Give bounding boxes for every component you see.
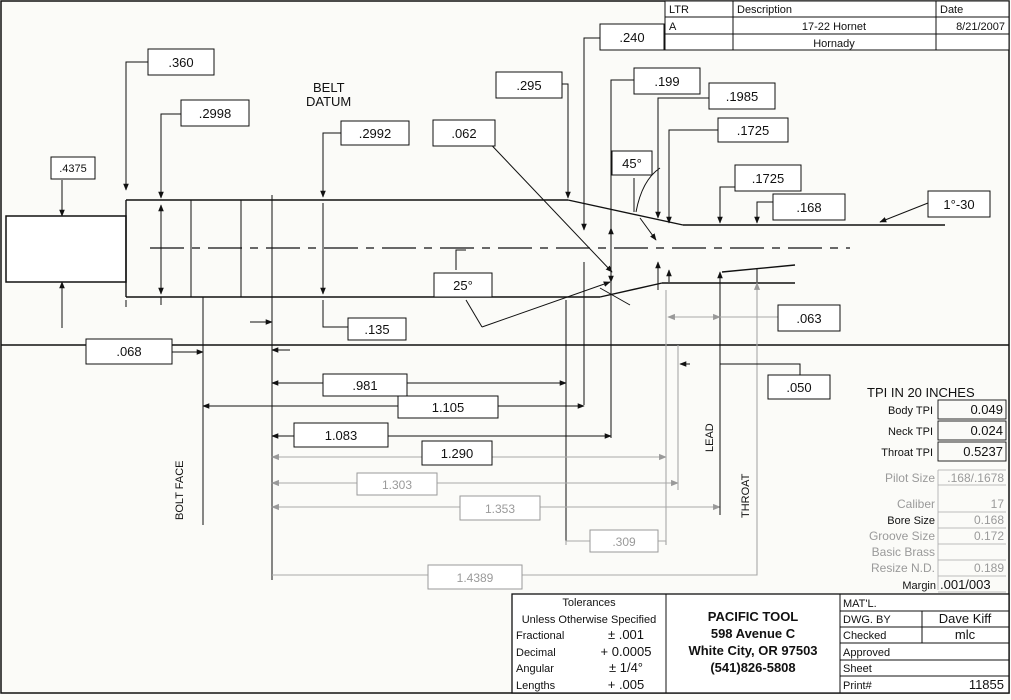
tol-decimal-value: + 0.0005 — [601, 644, 652, 659]
tol-fractional-label: Fractional — [516, 630, 564, 642]
label-bolt-face: BOLT FACE — [174, 460, 186, 520]
dim-1105: 1.105 — [432, 400, 465, 415]
shank — [5, 215, 127, 283]
dimension-leaders — [59, 37, 929, 438]
dim-1303: 1.303 — [382, 478, 412, 492]
dim-1353: 1.353 — [485, 502, 515, 516]
dim-1083: 1.083 — [325, 428, 358, 443]
tpi-title: TPI IN 20 INCHES — [867, 385, 975, 400]
bore-size-value: 0.168 — [974, 513, 1004, 527]
dim-1725b: .1725 — [752, 171, 785, 186]
approved-label: Approved — [843, 647, 890, 659]
checked-value: mlc — [955, 627, 976, 642]
dim-14389: 1.4389 — [457, 571, 494, 585]
tpi-throat-label: Throat TPI — [881, 447, 933, 459]
dwg-by-value: Dave Kiff — [939, 611, 992, 626]
tol-decimal-label: Decimal — [516, 647, 556, 659]
revision-block: LTR Description Date A 17-22 Hornet 8/21… — [664, 0, 1010, 51]
tolerances-subtitle: Unless Otherwise Specified — [522, 614, 657, 626]
groove-size-value: 0.172 — [974, 529, 1004, 543]
print-value: 11855 — [969, 677, 1004, 692]
angle-25: 25° — [453, 278, 473, 293]
dim-981: .981 — [352, 378, 377, 393]
label-lead: LEAD — [704, 423, 716, 452]
reamer-outline — [5, 195, 945, 300]
margin-label: Margin — [902, 580, 936, 592]
dim-050: .050 — [786, 380, 811, 395]
company-street: 598 Avenue C — [711, 626, 796, 641]
rev-date-header: Date — [940, 4, 963, 16]
angle-45: 45° — [622, 156, 642, 171]
dim-068: .068 — [116, 344, 141, 359]
sheet-label: Sheet — [843, 663, 872, 675]
dim-4375: .4375 — [59, 163, 87, 175]
margin-value: .001/003 — [940, 577, 991, 592]
dim-168: .168 — [796, 200, 821, 215]
resize-nd-label: Resize N.D. — [871, 561, 935, 575]
rev-date: 8/21/2007 — [956, 21, 1005, 33]
label-throat: THROAT — [740, 473, 752, 518]
dim-240: .240 — [619, 30, 644, 45]
dim-309: .309 — [612, 535, 636, 549]
dim-1985: .1985 — [726, 89, 759, 104]
rev-ltr-header: LTR — [669, 4, 689, 16]
tol-angular-label: Angular — [516, 663, 554, 675]
tpi-body-value: 0.049 — [970, 402, 1003, 417]
rev-manufacturer: Hornady — [813, 38, 855, 50]
caliber-value: 17 — [991, 497, 1005, 511]
company-city: White City, OR 97503 — [688, 643, 817, 658]
company-name: PACIFIC TOOL — [708, 609, 799, 624]
dimension-boxes: .4375 .360 .2998 .2992 .062 .295 .240 .1… — [50, 23, 991, 590]
dim-063: .063 — [796, 311, 821, 326]
basic-brass-label: Basic Brass — [872, 545, 935, 559]
tol-lengths-value: + .005 — [608, 677, 645, 692]
tpi-neck-label: Neck TPI — [888, 426, 933, 438]
company-phone: (541)826-5808 — [710, 660, 795, 675]
bore-size-label: Bore Size — [887, 515, 935, 527]
checked-label: Checked — [843, 630, 886, 642]
rev-description: 17-22 Hornet — [802, 21, 866, 33]
rev-ltr: A — [669, 21, 677, 33]
tpi-neck-value: 0.024 — [970, 423, 1003, 438]
dim-199: .199 — [654, 74, 679, 89]
dim-1725a: .1725 — [737, 123, 770, 138]
dim-062: .062 — [451, 126, 476, 141]
tpi-body-label: Body TPI — [888, 405, 933, 417]
dim-295: .295 — [516, 78, 541, 93]
dwg-by-label: DWG. BY — [843, 614, 891, 626]
title-block: Tolerances Unless Otherwise Specified Fr… — [511, 593, 1010, 694]
print-label: Print# — [843, 680, 873, 692]
caliber-label: Caliber — [897, 497, 935, 511]
angle-1-30: 1°-30 — [943, 197, 974, 212]
label-datum: DATUM — [306, 94, 351, 109]
tolerances-title: Tolerances — [562, 597, 616, 609]
pilot-size-label: Pilot Size — [885, 471, 935, 485]
rev-description-header: Description — [737, 4, 792, 16]
dim-2992: .2992 — [359, 126, 392, 141]
pilot-size-value: .168/.1678 — [947, 471, 1004, 485]
dim-135: .135 — [364, 322, 389, 337]
tol-lengths-label: Lengths — [516, 680, 556, 692]
dim-360: .360 — [168, 55, 193, 70]
label-belt: BELT — [313, 80, 345, 95]
tpi-table: TPI IN 20 INCHES Body TPI 0.049 Neck TPI… — [867, 385, 1007, 593]
tol-angular-value: ± 1/4° — [609, 660, 643, 675]
matl-label: MAT'L. — [843, 598, 877, 610]
tpi-throat-value: 0.5237 — [963, 444, 1003, 459]
groove-size-label: Groove Size — [869, 529, 935, 543]
drawing-labels: BELT DATUM BOLT FACE LEAD THROAT — [174, 80, 752, 520]
resize-nd-value: 0.189 — [974, 561, 1004, 575]
dim-2998: .2998 — [199, 106, 232, 121]
dim-1290: 1.290 — [441, 446, 474, 461]
tol-fractional-value: ± .001 — [608, 627, 644, 642]
